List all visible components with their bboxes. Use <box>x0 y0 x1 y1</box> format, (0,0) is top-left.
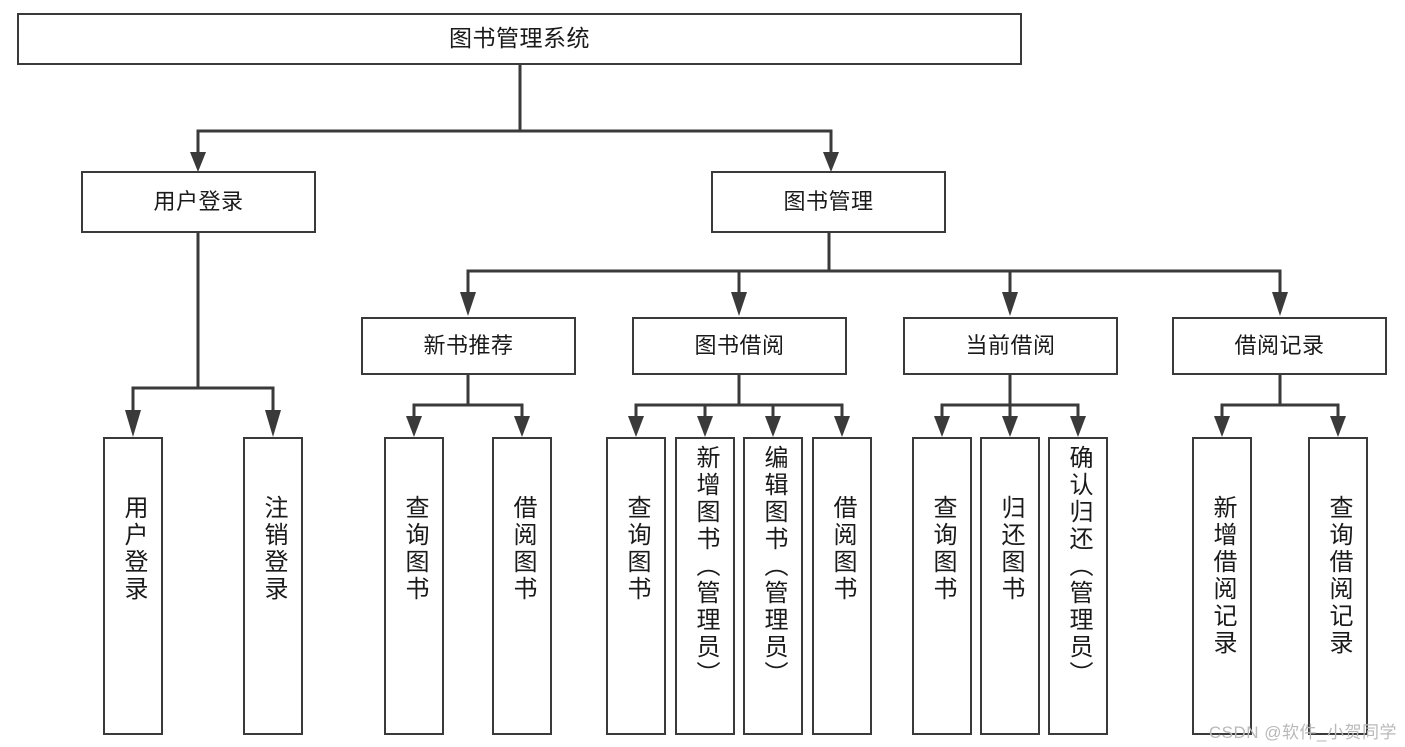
node-leaf-query-book-3[interactable]: 查询图书 <box>912 437 972 735</box>
node-leaf-user-logout[interactable]: 注销登录 <box>243 437 303 735</box>
node-leaf-borrow-book-2-label: 借阅图书 <box>829 495 856 603</box>
node-leaf-query-book-1[interactable]: 查询图书 <box>384 437 444 735</box>
node-book-manage[interactable]: 图书管理 <box>711 171 946 233</box>
node-leaf-borrow-book-1-label: 借阅图书 <box>509 495 536 603</box>
node-book-borrow-label: 图书借阅 <box>694 333 785 359</box>
node-leaf-query-book-2[interactable]: 查询图书 <box>606 437 666 735</box>
node-leaf-edit-book-label: 编辑图书（管理员） <box>760 445 787 688</box>
node-leaf-edit-book[interactable]: 编辑图书（管理员） <box>743 437 803 735</box>
node-leaf-user-logout-label: 注销登录 <box>260 495 287 603</box>
node-leaf-user-login[interactable]: 用户登录 <box>103 437 163 735</box>
node-current-borrow[interactable]: 当前借阅 <box>903 317 1118 375</box>
node-leaf-add-book[interactable]: 新增图书（管理员） <box>675 437 735 735</box>
node-leaf-add-record-label: 新增借阅记录 <box>1209 495 1236 657</box>
node-leaf-query-record[interactable]: 查询借阅记录 <box>1308 437 1368 735</box>
node-leaf-return-book-label: 归还图书 <box>997 495 1024 603</box>
node-leaf-borrow-book-1[interactable]: 借阅图书 <box>492 437 552 735</box>
node-root-label: 图书管理系统 <box>449 25 590 52</box>
node-leaf-confirm-return[interactable]: 确认归还（管理员） <box>1048 437 1108 735</box>
node-leaf-add-book-label: 新增图书（管理员） <box>692 445 719 688</box>
node-leaf-add-record[interactable]: 新增借阅记录 <box>1192 437 1252 735</box>
node-new-book-rec[interactable]: 新书推荐 <box>361 317 576 375</box>
node-leaf-borrow-book-2[interactable]: 借阅图书 <box>812 437 872 735</box>
node-leaf-query-book-2-label: 查询图书 <box>623 495 650 603</box>
node-leaf-query-record-label: 查询借阅记录 <box>1325 495 1352 657</box>
node-leaf-return-book[interactable]: 归还图书 <box>980 437 1040 735</box>
watermark: CSDN @软件_小贺同学 <box>1208 723 1397 742</box>
node-leaf-user-login-label: 用户登录 <box>120 495 147 603</box>
node-book-manage-label: 图书管理 <box>783 189 874 215</box>
node-user-login[interactable]: 用户登录 <box>81 171 316 233</box>
node-new-book-rec-label: 新书推荐 <box>423 333 514 359</box>
node-borrow-record[interactable]: 借阅记录 <box>1172 317 1387 375</box>
node-leaf-query-book-1-label: 查询图书 <box>401 495 428 603</box>
node-leaf-query-book-3-label: 查询图书 <box>929 495 956 603</box>
node-user-login-label: 用户登录 <box>153 189 244 215</box>
node-borrow-record-label: 借阅记录 <box>1234 333 1325 359</box>
node-root[interactable]: 图书管理系统 <box>17 13 1022 65</box>
node-current-borrow-label: 当前借阅 <box>965 333 1056 359</box>
node-leaf-confirm-return-label: 确认归还（管理员） <box>1065 445 1092 688</box>
node-book-borrow[interactable]: 图书借阅 <box>632 317 847 375</box>
